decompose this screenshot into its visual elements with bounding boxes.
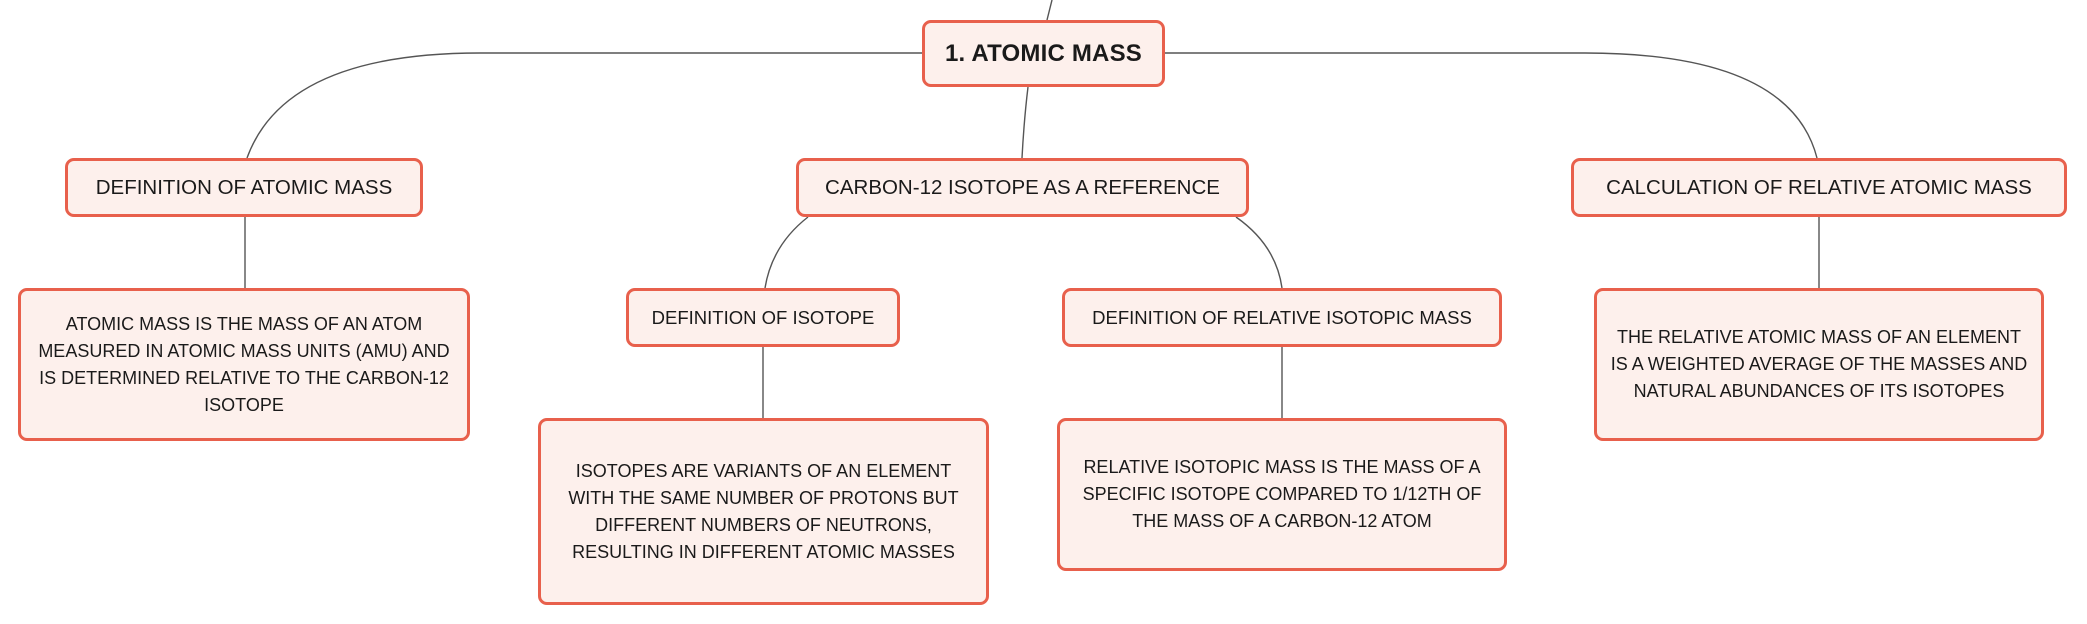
topic-node-carbon-12-reference[interactable]: CARBON-12 ISOTOPE AS A REFERENCE (796, 158, 1249, 217)
topic-node-label: CARBON-12 ISOTOPE AS A REFERENCE (825, 175, 1220, 199)
detail-node-text: ATOMIC MASS IS THE MASS OF AN ATOM MEASU… (38, 313, 450, 415)
connector-root-parent (1046, 0, 1053, 21)
detail-node-relative-atomic-mass-calculation[interactable]: THE RELATIVE ATOMIC MASS OF AN ELEMENT I… (1594, 288, 2044, 441)
detail-node-text: THE RELATIVE ATOMIC MASS OF AN ELEMENT I… (1610, 327, 2028, 401)
subtopic-node-definition-of-isotope[interactable]: DEFINITION OF ISOTOPE (626, 288, 900, 347)
connector-root-carbon12 (1021, 86, 1029, 159)
detail-node-text: RELATIVE ISOTOPIC MASS IS THE MASS OF A … (1082, 457, 1482, 531)
connector-root-calculation (1165, 52, 1818, 159)
subtopic-node-definition-of-relative-isotopic-mass[interactable]: DEFINITION OF RELATIVE ISOTOPIC MASS (1062, 288, 1502, 347)
connector-carbon12-rim (1235, 216, 1283, 289)
topic-node-label: DEFINITION OF ATOMIC MASS (95, 175, 393, 199)
detail-node-isotope-definition[interactable]: ISOTOPES ARE VARIANTS OF AN ELEMENT WITH… (538, 418, 989, 605)
subtopic-node-label: DEFINITION OF RELATIVE ISOTOPIC MASS (1092, 306, 1472, 328)
connector-root-definition (246, 52, 922, 159)
root-node-label: 1. ATOMIC MASS (944, 39, 1143, 67)
topic-node-definition-of-atomic-mass[interactable]: DEFINITION OF ATOMIC MASS (65, 158, 423, 217)
detail-node-relative-isotopic-mass-definition[interactable]: RELATIVE ISOTOPIC MASS IS THE MASS OF A … (1057, 418, 1507, 571)
topic-node-label: CALCULATION OF RELATIVE ATOMIC MASS (1606, 175, 2032, 199)
root-node-atomic-mass[interactable]: 1. ATOMIC MASS (922, 20, 1165, 87)
detail-node-atomic-mass-definition[interactable]: ATOMIC MASS IS THE MASS OF AN ATOM MEASU… (18, 288, 470, 441)
topic-node-calculation-of-relative-atomic-mass[interactable]: CALCULATION OF RELATIVE ATOMIC MASS (1571, 158, 2067, 217)
connector-carbon12-isotope (764, 216, 809, 289)
detail-node-text: ISOTOPES ARE VARIANTS OF AN ELEMENT WITH… (568, 460, 959, 562)
subtopic-node-label: DEFINITION OF ISOTOPE (651, 306, 875, 328)
